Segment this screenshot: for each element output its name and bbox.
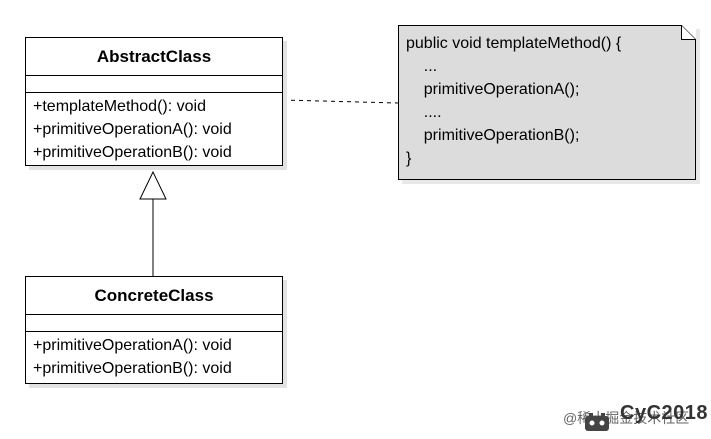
operation: +primitiveOperationA(): void: [33, 121, 232, 138]
concrete-class-box[interactable]: ConcreteClass +primitiveOperationA(): vo…: [25, 276, 283, 384]
note-code: public void templateMethod() { ... primi…: [406, 32, 621, 170]
note-body: [398, 25, 696, 180]
note-shape: [398, 25, 696, 180]
template-method-note[interactable]: public void templateMethod() { ... primi…: [398, 25, 696, 180]
note-line: }: [406, 150, 412, 167]
operation: +primitiveOperationB(): void: [33, 360, 232, 377]
note-line: primitiveOperationA();: [406, 81, 580, 98]
abstract-class-attributes: [26, 76, 282, 93]
operation: +primitiveOperationB(): void: [33, 144, 232, 161]
operation: +primitiveOperationA(): void: [33, 337, 232, 354]
note-line: ....: [406, 104, 442, 121]
abstract-class-name: AbstractClass: [26, 38, 282, 76]
note-folded-corner: [681, 25, 696, 40]
note-anchor-dashed-line: [282, 99, 399, 104]
operation: +templateMethod(): void: [33, 98, 206, 115]
concrete-class-name: ConcreteClass: [26, 277, 282, 315]
abstract-class-box[interactable]: AbstractClass +templateMethod(): void +pr…: [25, 37, 283, 166]
concrete-class-attributes: [26, 315, 282, 332]
note-line: ...: [406, 58, 438, 75]
concrete-class-operations: +primitiveOperationA(): void +primitiveOp…: [26, 332, 282, 380]
inheritance-arrowhead: [139, 170, 167, 200]
note-line: primitiveOperationB();: [406, 127, 580, 144]
watermark-author: CyC2018: [620, 402, 709, 424]
note-line: public void templateMethod() {: [406, 35, 622, 52]
watermark-logo-icon: [585, 413, 609, 431]
abstract-class-operations: +templateMethod(): void +primitiveOperati…: [26, 93, 282, 164]
